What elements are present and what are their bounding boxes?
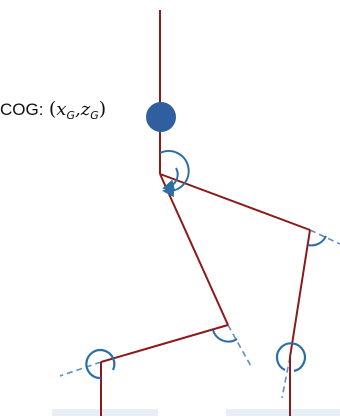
ankle-right-axis-dash: [281, 356, 291, 399]
cog-z-sub: G: [90, 109, 99, 122]
cog-dot: [146, 102, 176, 132]
ground-strip-right: [226, 409, 340, 416]
cog-z-var: z: [80, 99, 91, 120]
knee-left-arc: [212, 329, 238, 343]
cog-open-paren: (: [48, 98, 57, 120]
ankle-left-circle: [85, 348, 116, 380]
knee-right-arc: [307, 235, 327, 247]
shin-right-link: [289, 229, 311, 358]
knee-left-axis-dash: [227, 324, 253, 369]
shin-left-link: [100, 324, 229, 363]
knee-right-axis-dash: [309, 229, 340, 245]
thigh-left-link: [159, 173, 229, 326]
ground-strip-left: [52, 409, 158, 416]
cog-comma: ,: [74, 99, 81, 120]
cog-label: COG: (xG,zG): [0, 98, 140, 134]
cog-close-paren: ): [98, 98, 107, 120]
cog-x-var: x: [56, 99, 67, 120]
cog-x-sub: G: [66, 109, 75, 122]
cog-label-prefix: COG:: [0, 100, 44, 119]
ankle-left-axis-dash: [59, 361, 102, 377]
hip-joint-arc-inner: [162, 167, 179, 192]
hip-joint-arc-outer: [159, 150, 190, 198]
ankle-right-circle: [275, 342, 307, 373]
